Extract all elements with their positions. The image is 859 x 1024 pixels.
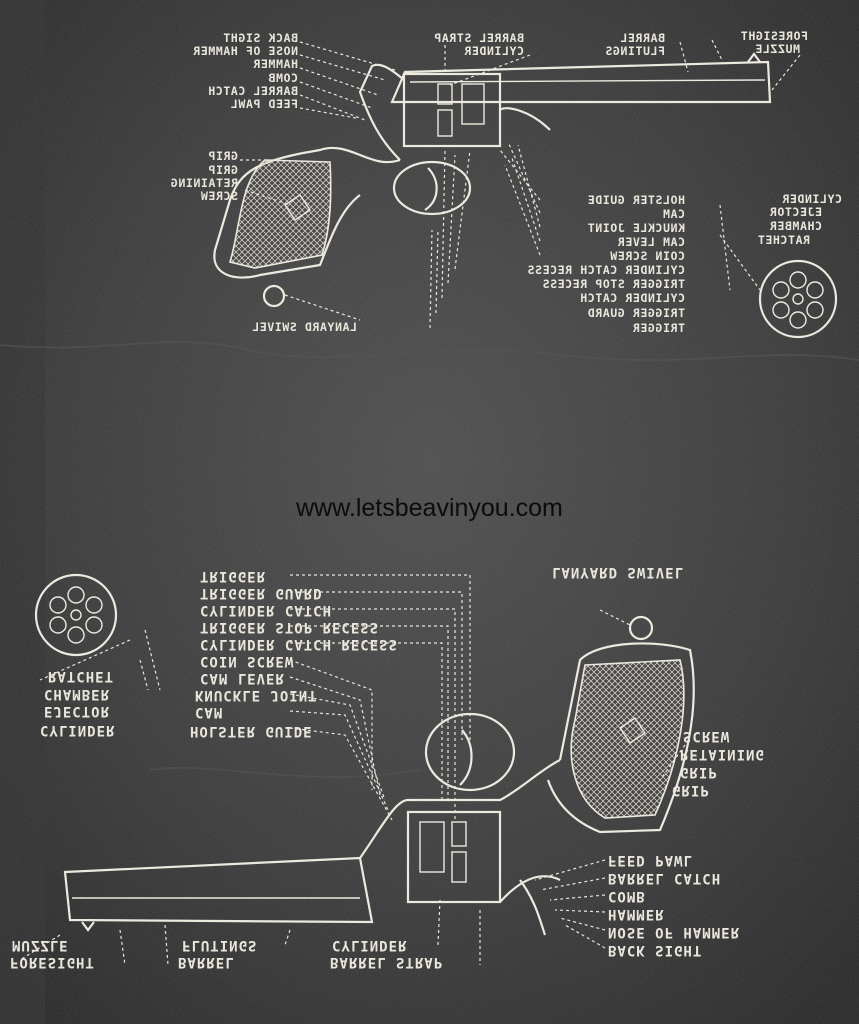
label-cylinder: CYLINDER <box>464 44 524 58</box>
label-comb: COMB <box>268 71 298 85</box>
label-trigger-guard: TRIGGER GUARD <box>587 306 685 320</box>
frame-outline <box>358 63 551 161</box>
label-b-trigger-stop-recess: TRIGGER STOP RECESS <box>200 619 379 635</box>
label-cylinder-catch: CYLINDER CATCH <box>580 291 685 305</box>
label-b-cylinder-catch-recess: CYLINDER CATCH RECESS <box>200 636 398 652</box>
label-coin-screw: COIN SCREW <box>610 249 685 263</box>
cylinder-ratchet-b <box>451 821 467 847</box>
grip-frame <box>213 147 401 279</box>
label-trigger: TRIGGER <box>632 321 685 335</box>
top-revolver <box>213 52 772 308</box>
grip-screw-diamond <box>284 194 311 221</box>
hammer-shape-b <box>499 875 561 936</box>
label-b-grip-1: GRIP <box>680 764 718 780</box>
label-nose-of-hammer: NOSE OF HAMMER <box>193 44 298 58</box>
label-retaining: RETAINING <box>170 176 238 190</box>
label-b-cam: CAM <box>195 704 223 720</box>
label-b-barrel: BARREL <box>178 954 235 970</box>
label-grip-2: GRIP <box>208 163 238 177</box>
label-b-cylinder: CYLINDER <box>40 722 115 738</box>
label-barrel-strap: BARREL STRAP <box>434 31 524 45</box>
label-b-barrel-strap: BARREL STRAP <box>330 954 443 970</box>
label-b-cam-lever: CAM LEVER <box>200 670 285 686</box>
cylinder-ejector-b <box>451 851 467 883</box>
label-b-ratchet: RATCHET <box>48 668 114 684</box>
label-b-foresight: FORESIGHT <box>10 954 95 970</box>
crease-line <box>0 340 859 361</box>
label-lanyard-swivel: LANYARD SWIVEL <box>252 320 357 334</box>
label-feed-pawl: FEED PAWL <box>230 97 298 111</box>
label-b-knuckle-joint: KNUCKLE JOINT <box>195 687 318 703</box>
label-b-feed-pawl: FEED PAWL <box>608 852 693 868</box>
label-cyl-cylinder: CYLINDER <box>782 192 842 206</box>
label-b-lanyard-swivel: LANYARD SWIVEL <box>552 564 684 580</box>
label-screw: SCREW <box>200 189 238 203</box>
label-b-holster-guide: HOLSTER GUIDE <box>190 723 313 739</box>
label-b-chamber: CHAMBER <box>44 686 110 702</box>
cylinder-ejector <box>437 109 453 137</box>
label-cam-lever: CAM LEVER <box>617 235 685 249</box>
label-holster-guide: HOLSTER GUIDE <box>587 193 685 207</box>
label-barrel: BARREL <box>620 31 665 45</box>
lanyard-swivel-ring <box>262 284 286 308</box>
label-cylinder-catch-recess: CYLINDER CATCH RECESS <box>527 263 685 277</box>
bottom-revolver <box>63 615 695 936</box>
label-hammer: HAMMER <box>253 57 298 71</box>
bottom-labels: TRIGGER TRIGGER GUARD CYLINDER CATCH TRI… <box>10 564 765 970</box>
lanyard-swivel-ring-b <box>628 615 654 641</box>
top-labels: BACK SIGHT NOSE OF HAMMER HAMMER COMB BA… <box>170 29 842 335</box>
label-b-muzzle: MUZZLE <box>12 937 69 953</box>
foresight-shape <box>747 52 761 63</box>
trigger-shape-b <box>459 729 473 786</box>
label-b-cylinder-catch: CYLINDER CATCH <box>200 602 332 618</box>
label-b-nose-of-hammer: NOSE OF HAMMER <box>608 924 740 940</box>
label-b-back-sight: BACK SIGHT <box>608 942 702 958</box>
label-trigger-stop-recess: TRIGGER STOP RECESS <box>542 277 685 291</box>
label-b-screw: SCREW <box>683 728 730 744</box>
label-b-cylinder-b: CYLINDER <box>332 937 407 953</box>
foresight-shape-b <box>81 921 95 932</box>
label-b-grip-2: GRIP <box>672 782 710 798</box>
cylinder-chamber-b <box>419 821 445 873</box>
cylinder-chamber <box>461 83 485 125</box>
label-back-sight: BACK SIGHT <box>223 31 298 45</box>
trigger-shape <box>424 167 438 211</box>
barrel-fluting <box>409 79 766 83</box>
grip-frame-b <box>546 642 695 834</box>
trigger-guard-outline <box>392 160 472 216</box>
label-b-flutings: FLUTINGS <box>182 937 257 953</box>
label-cam: CAM <box>662 207 685 221</box>
frame-outline-b <box>359 759 561 859</box>
barrel-outline <box>390 60 772 104</box>
label-muzzle: MUZZLE <box>755 42 800 56</box>
label-cyl-chamber: CHAMBER <box>769 219 822 233</box>
label-flutings: FLUTINGS <box>605 44 665 58</box>
label-foresight: FORESIGHT <box>740 29 808 43</box>
label-b-trigger: TRIGGER <box>200 568 266 584</box>
label-b-hammer: HAMMER <box>608 906 665 922</box>
cylinder-ratchet <box>437 83 453 105</box>
label-grip-1: GRIP <box>208 149 238 163</box>
grip-screw-diamond-b <box>619 717 646 744</box>
label-b-comb: COMB <box>608 888 646 904</box>
label-b-ejector: EJECTOR <box>44 703 110 719</box>
bottom-cylinder-detail <box>34 573 118 657</box>
label-knuckle-joint: KNUCKLE JOINT <box>587 221 685 235</box>
label-cyl-ratchet: RATCHET <box>757 233 810 247</box>
label-barrel-catch: BARREL CATCH <box>208 84 298 98</box>
label-b-coin-screw: COIN SCREW <box>200 653 294 669</box>
cylinder-outline-b <box>406 810 502 904</box>
barrel-outline-b <box>63 856 374 924</box>
top-cylinder-detail <box>758 259 838 339</box>
label-cyl-ejector: EJECTOR <box>769 205 822 219</box>
grip-panel <box>228 159 332 269</box>
label-b-barrel-catch: BARREL CATCH <box>608 870 721 886</box>
label-b-trigger-guard: TRIGGER GUARD <box>200 585 323 601</box>
leader-lines <box>19 39 801 966</box>
watermark-url: www.letsbeavinyou.com <box>296 494 563 522</box>
label-b-retaining: RETAINING <box>680 746 765 762</box>
